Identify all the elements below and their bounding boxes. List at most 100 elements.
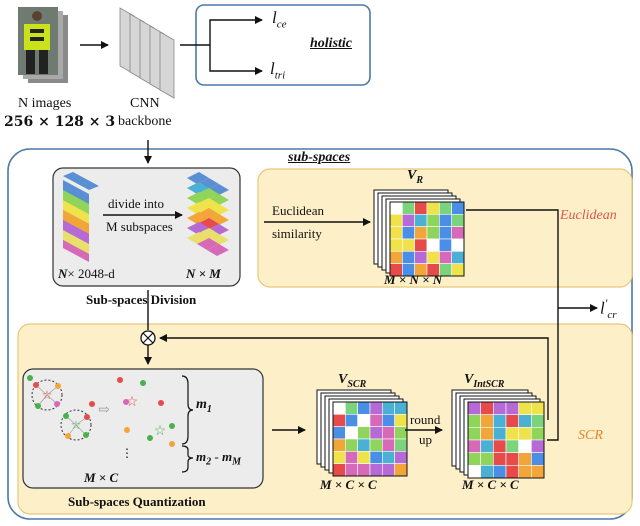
- input-label-line1: N images: [18, 96, 72, 111]
- matrix-cell: [493, 401, 507, 415]
- backbone-label-line1: CNN: [130, 96, 160, 111]
- round-label-line1: round: [410, 412, 441, 427]
- matrix-cell: [345, 438, 358, 452]
- matrix-cell: [518, 427, 532, 441]
- arrow-to-ltri: [209, 45, 263, 75]
- matrix-cell: [451, 238, 465, 252]
- matrix-cell: [505, 452, 519, 466]
- quant-dims: M × C: [84, 470, 119, 485]
- matrix-cell: [451, 263, 465, 277]
- matrix-cell: [467, 439, 481, 453]
- vertical-dots: ⋮: [121, 446, 133, 460]
- matrix-cell: [382, 463, 395, 477]
- arrow-to-lce: [200, 16, 263, 46]
- matrix-cell: [451, 251, 465, 264]
- matrix-cell: [480, 427, 494, 441]
- matrix-cell: [369, 414, 383, 427]
- division-right-label: N × M: [186, 266, 221, 281]
- matrix-cell: [402, 226, 415, 240]
- line-vr-to-lcr: [466, 209, 559, 308]
- matrix-cell: [332, 463, 346, 477]
- matrix-cell: [451, 226, 465, 240]
- matrix-cell: [389, 251, 403, 264]
- matrix-cell: [505, 414, 519, 428]
- matrix-cell: [518, 465, 532, 479]
- matrix-cell: [402, 214, 415, 227]
- euclidean-region-label: Euclidean: [560, 208, 617, 223]
- matrix-cell: [345, 401, 358, 415]
- vscr-dims: M × C × C: [320, 477, 377, 492]
- backbone-label-line2: backbone: [118, 114, 172, 129]
- quantization-box: [22, 368, 264, 489]
- matrix-cell: [345, 426, 358, 440]
- matrix-cell: [480, 401, 494, 415]
- matrix-vr: [373, 189, 465, 277]
- matrix-cell: [382, 414, 395, 427]
- matrix-cell: [480, 452, 494, 466]
- matrix-cell: [332, 426, 346, 440]
- matrix-cell: [518, 414, 532, 428]
- matrix-cell: [493, 452, 507, 466]
- matrix-cell: [531, 427, 545, 441]
- scr-region-label: SCR: [578, 428, 603, 443]
- vr-label: VR: [407, 168, 424, 186]
- matrix-cell: [369, 463, 383, 477]
- matrix-cell: [414, 251, 428, 264]
- subspaces-title: sub-spaces: [288, 150, 351, 165]
- matrix-cell: [369, 451, 383, 464]
- feature-stack-left: [63, 172, 99, 262]
- matrix-cell: [394, 463, 408, 477]
- matrix-cell: [480, 414, 494, 428]
- matrix-cell: [369, 401, 383, 415]
- euclidean-arrow-line1: Euclidean: [272, 203, 324, 218]
- matrix-cell: [332, 438, 346, 452]
- m2-mM-label: m2 - mM: [196, 449, 241, 468]
- loss-ce: lce: [272, 8, 287, 31]
- matrix-cell: [531, 465, 545, 479]
- matrix-cell: [505, 427, 519, 441]
- matrix-cell: [426, 201, 440, 215]
- feature-stack-right: [187, 172, 229, 256]
- matrix-cell: [518, 452, 532, 466]
- matrix-cell: [345, 463, 358, 477]
- matrix-cell: [389, 226, 403, 240]
- matrix-cell: [505, 401, 519, 415]
- matrix-cell: [505, 439, 519, 453]
- matrix-cell: [394, 426, 408, 440]
- matrix-cell: [531, 401, 545, 415]
- line-vint-to-lcr: [547, 308, 559, 441]
- round-label-line2: up: [419, 432, 432, 447]
- division-caption: Sub-spaces Division: [86, 292, 197, 307]
- matrix-cell: [531, 414, 545, 428]
- vr-dims: M × N × N: [384, 272, 443, 287]
- matrix-cell: [439, 226, 452, 240]
- vintscr-label: VIntSCR: [464, 372, 505, 390]
- brace-m2: [181, 445, 194, 473]
- matrix-cell: [451, 214, 465, 227]
- holistic-label: holistic: [310, 36, 353, 51]
- matrix-cell: [414, 226, 428, 240]
- quantization-caption: Sub-spaces Quantization: [68, 494, 206, 509]
- matrix-cell: [414, 201, 428, 215]
- input-images-icon: [18, 7, 68, 83]
- matrix-cell: [493, 439, 507, 453]
- matrix-cell: [439, 214, 452, 227]
- otimes-operator: [140, 330, 156, 346]
- matrix-cell: [426, 238, 440, 252]
- arrow-feedback: [159, 334, 549, 342]
- vintscr-dims: M × C × C: [462, 477, 519, 492]
- loss-tri: ltri: [270, 59, 286, 82]
- matrix-cell: [394, 438, 408, 452]
- matrix-cell: [389, 201, 403, 215]
- matrix-cell: [426, 251, 440, 264]
- matrix-cell: [345, 451, 358, 464]
- matrix-cell: [382, 426, 395, 440]
- matrix-cell: [414, 238, 428, 252]
- matrix-cell: [467, 427, 481, 441]
- matrix-cell: [518, 401, 532, 415]
- matrix-cell: [518, 439, 532, 453]
- svg-text:☆: ☆: [71, 418, 82, 432]
- matrix-cell: [357, 438, 371, 452]
- svg-text:⇨: ⇨: [98, 403, 110, 418]
